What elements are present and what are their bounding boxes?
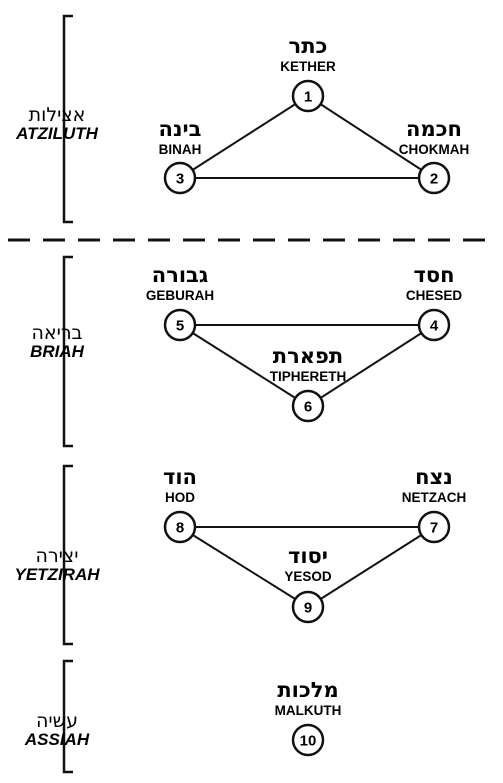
sephira-1-number: 1 (304, 89, 312, 106)
sephira-8-circle (163, 510, 197, 544)
sephira-9-number: 9 (304, 600, 312, 617)
sephira-9: יסוד YESOD 9 (284, 544, 332, 624)
sephira-5-circle (163, 308, 197, 342)
world-hebrew-assiah: עשיה (36, 710, 78, 732)
sephira-6-english: TIPHERETH (270, 369, 347, 384)
sephira-2-english: CHOKMAH (399, 142, 470, 157)
sephira-7-circle (417, 510, 451, 544)
sephira-5-hebrew: גבורה (152, 263, 208, 287)
sephira-9-english: YESOD (284, 569, 332, 584)
sephira-5-english: GEBURAH (146, 288, 214, 303)
bracket-assiah (62, 659, 73, 774)
sephira-6-number: 6 (304, 399, 312, 416)
sephira-8-english: HOD (165, 490, 195, 505)
sephira-10-english: MALKUTH (275, 703, 342, 718)
sephira-7-english: NETZACH (402, 490, 467, 505)
world-english-assiah: ASSIAH (24, 730, 90, 749)
sephira-6-hebrew: תפארת (273, 344, 343, 368)
path-8-9 (179, 526, 309, 608)
sephira-7-hebrew: נצח (415, 465, 453, 489)
sephira-8-hebrew: הוד (163, 465, 197, 489)
bracket-briah (62, 255, 73, 448)
sephira-4-english: CHESED (406, 288, 463, 303)
path-1-2 (307, 95, 435, 179)
sephira-6: תפארת TIPHERETH 6 (270, 344, 347, 423)
sephira-5-number: 5 (176, 318, 184, 335)
sephira-9-circle (291, 590, 325, 624)
paths (179, 95, 435, 608)
sephira-1-english: KETHER (280, 59, 336, 74)
path-4-6 (307, 324, 435, 407)
world-english-yetzirah: YETZIRAH (15, 565, 101, 584)
sephira-9-hebrew: יסוד (288, 544, 328, 568)
sephira-3: בינה BINAH 3 (159, 117, 202, 195)
sephira-4: חסד CHESED 4 (406, 263, 463, 342)
bracket-atziluth (62, 14, 73, 224)
sephira-3-number: 3 (176, 171, 184, 188)
world-english-briah: BRIAH (30, 342, 85, 361)
sephira-10-hebrew: מלכות (277, 678, 338, 702)
sephira-4-number: 4 (430, 318, 439, 335)
world-hebrew-briah: בריאה (31, 322, 82, 344)
world-brackets (62, 14, 73, 774)
world-hebrew-atziluth: אצילות (29, 104, 86, 126)
sephira-2-number: 2 (430, 171, 438, 188)
sephira-10: מלכות MALKUTH 10 (275, 678, 342, 757)
world-labels: אצילות ATZILUTH בריאה BRIAH יצירה YETZIR… (15, 104, 101, 749)
sephira-3-circle (163, 161, 197, 195)
path-1-3 (179, 95, 309, 179)
sephira-1-circle (291, 79, 325, 113)
sephira-7-number: 7 (430, 520, 438, 537)
world-hebrew-yetzirah: יצירה (36, 545, 79, 567)
sephira-4-hebrew: חסד (413, 263, 454, 287)
sephira-6-circle (291, 389, 325, 423)
sephira-1-hebrew: כתר (289, 34, 328, 58)
sephira-2-circle (417, 161, 451, 195)
sephira-8-number: 8 (176, 520, 184, 537)
sephira-7: נצח NETZACH 7 (402, 465, 467, 544)
bracket-yetzirah (62, 464, 73, 646)
sephira-3-hebrew: בינה (159, 117, 202, 141)
path-7-9 (307, 526, 435, 608)
sephira-4-circle (417, 308, 451, 342)
sephira-5: גבורה GEBURAH 5 (146, 263, 214, 342)
sephira-8: הוד HOD 8 (163, 465, 197, 544)
sephira-2-hebrew: חכמה (406, 117, 462, 141)
sephira-10-circle (291, 723, 325, 757)
sephira-3-english: BINAH (159, 142, 202, 157)
sephira-2: חכמה CHOKMAH 2 (399, 117, 470, 195)
sephira-1: כתר KETHER 1 (280, 34, 336, 113)
world-english-atziluth: ATZILUTH (15, 124, 99, 143)
sephira-10-number: 10 (300, 733, 317, 750)
path-5-6 (179, 324, 309, 407)
